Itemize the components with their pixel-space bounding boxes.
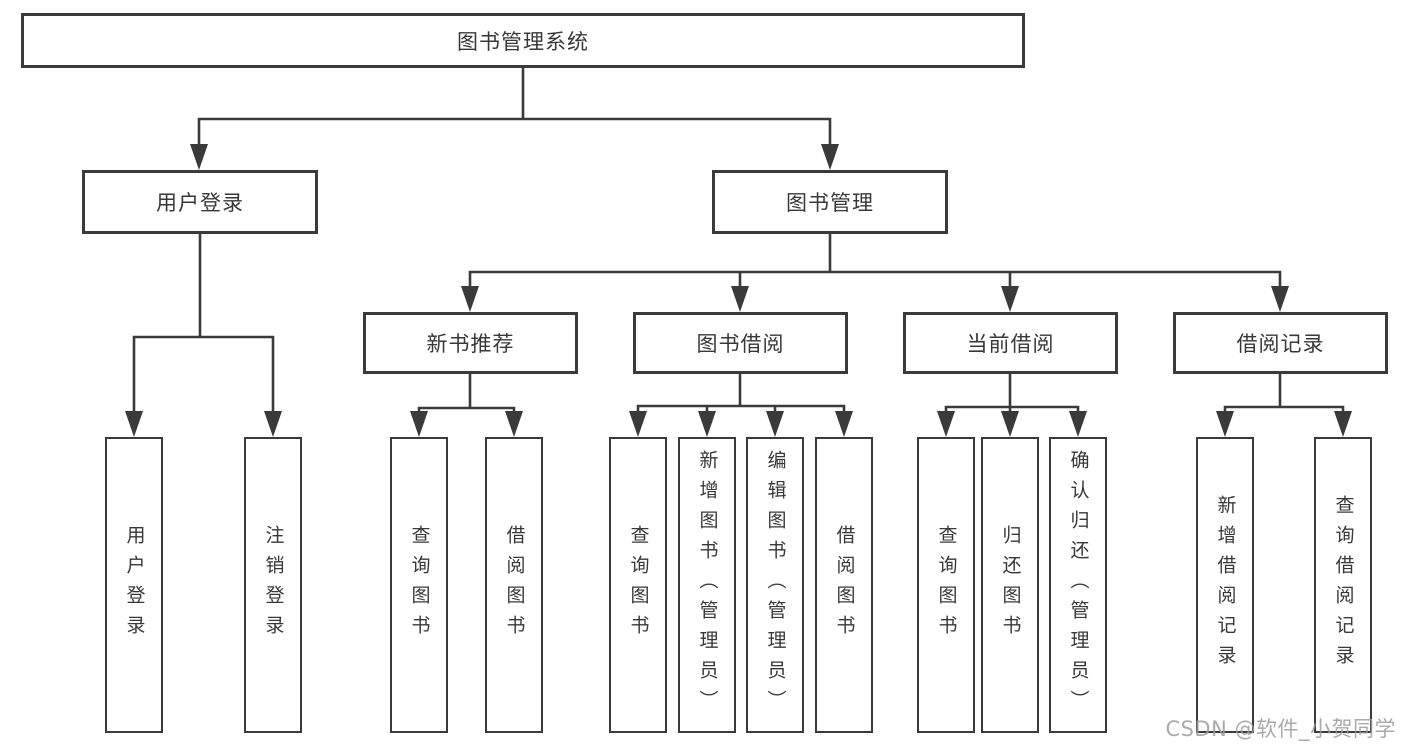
node-book-management-label: 图书管理: [786, 191, 874, 215]
leaf-edit-books-admin: 编辑图书（管理员）: [746, 437, 804, 733]
arrow-down-icon: [766, 411, 784, 437]
csdn-watermark: CSDN @软件_小贺同学: [1165, 717, 1396, 741]
connector-user-login: [125, 232, 282, 437]
leaf-user-login-label: 用户登录: [123, 525, 146, 645]
node-borrow-records-label: 借阅记录: [1236, 332, 1325, 356]
leaf-add-borrow-record: 新增借阅记录: [1196, 437, 1254, 733]
arrow-down-icon: [1334, 411, 1352, 437]
leaf-confirm-return-admin-label: 确认归还（管理员）: [1067, 450, 1090, 720]
arrow-down-icon: [835, 411, 853, 437]
node-library-system: 图书管理系统: [21, 13, 1025, 68]
arrow-down-icon: [1271, 286, 1289, 312]
connector-new-book: [410, 372, 523, 437]
leaf-add-books-admin-label: 新增图书（管理员）: [696, 450, 719, 720]
node-user-login-label: 用户登录: [156, 191, 244, 215]
leaf-user-login: 用户登录: [105, 437, 163, 733]
leaf-return-books: 归还图书: [981, 437, 1039, 733]
leaf-logout: 注销登录: [244, 437, 302, 733]
arrow-down-icon: [410, 411, 428, 437]
arrow-down-icon: [264, 411, 282, 437]
node-current-borrow-label: 当前借阅: [966, 332, 1055, 356]
connector-book-borrow: [629, 372, 853, 437]
connector-root: [190, 66, 839, 170]
connector-borrow-records: [1216, 372, 1352, 437]
leaf-return-books-label: 归还图书: [999, 525, 1022, 645]
node-book-borrow: 图书借阅: [633, 312, 848, 374]
leaf-query-books-borrow: 查询图书: [609, 437, 667, 733]
arrow-down-icon: [629, 411, 647, 437]
node-book-management: 图书管理: [712, 170, 948, 234]
leaf-query-books-borrow-label: 查询图书: [627, 525, 650, 645]
arrow-down-icon: [1001, 411, 1019, 437]
leaf-query-books-current: 查询图书: [917, 437, 975, 733]
arrow-down-icon: [461, 286, 479, 312]
node-current-borrow: 当前借阅: [903, 312, 1118, 374]
arrow-down-icon: [731, 286, 749, 312]
leaf-borrow-books-label: 借阅图书: [833, 525, 856, 645]
leaf-borrow-books-recommend-label: 借阅图书: [503, 525, 526, 645]
arrow-down-icon: [698, 411, 716, 437]
leaf-query-books-recommend: 查询图书: [390, 437, 448, 733]
node-new-book-recommend-label: 新书推荐: [426, 332, 515, 356]
node-borrow-records: 借阅记录: [1173, 312, 1388, 374]
leaf-logout-label: 注销登录: [262, 525, 285, 645]
arrow-down-icon: [821, 144, 839, 170]
leaf-query-books-recommend-label: 查询图书: [408, 525, 431, 645]
node-library-system-label: 图书管理系统: [457, 29, 589, 54]
arrow-down-icon: [1069, 411, 1087, 437]
connector-current-borrow: [937, 372, 1087, 437]
node-user-login: 用户登录: [82, 170, 318, 234]
leaf-confirm-return-admin: 确认归还（管理员）: [1049, 437, 1107, 733]
arrow-down-icon: [937, 411, 955, 437]
leaf-borrow-books-recommend: 借阅图书: [485, 437, 543, 733]
leaf-query-borrow-record: 查询借阅记录: [1314, 437, 1372, 733]
leaf-borrow-books: 借阅图书: [815, 437, 873, 733]
arrow-down-icon: [190, 144, 208, 170]
arrow-down-icon: [125, 411, 143, 437]
leaf-query-books-current-label: 查询图书: [935, 525, 958, 645]
leaf-add-books-admin: 新增图书（管理员）: [678, 437, 736, 733]
leaf-add-borrow-record-label: 新增借阅记录: [1214, 495, 1237, 675]
arrow-down-icon: [1216, 411, 1234, 437]
leaf-query-borrow-record-label: 查询借阅记录: [1332, 495, 1355, 675]
leaf-edit-books-admin-label: 编辑图书（管理员）: [764, 450, 787, 720]
arrow-down-icon: [1001, 286, 1019, 312]
node-new-book-recommend: 新书推荐: [363, 312, 578, 374]
node-book-borrow-label: 图书借阅: [696, 332, 785, 356]
connector-book-mgmt: [461, 232, 1289, 312]
arrow-down-icon: [505, 411, 523, 437]
